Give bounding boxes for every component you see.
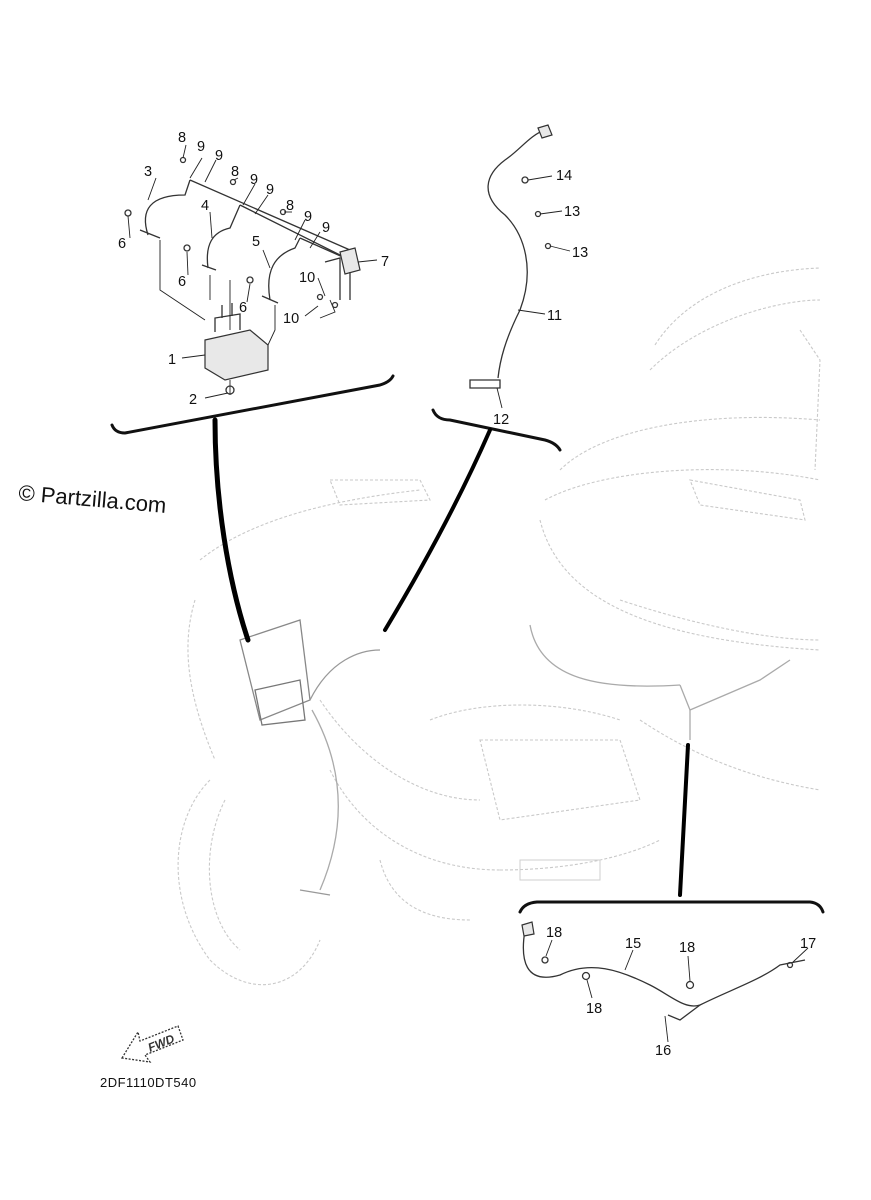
callout-13b: 13 — [572, 245, 588, 261]
callout-2: 2 — [189, 392, 197, 408]
forward-arrow-icon — [120, 1025, 184, 1063]
forward-direction-indicator: FWD — [120, 1025, 184, 1063]
callout-1: 1 — [168, 352, 176, 368]
hydraulic-unit-group — [124, 156, 361, 395]
callout-9c: 9 — [250, 172, 258, 188]
callout-9a: 9 — [197, 139, 205, 155]
diagram-code: 2DF1110DT540 — [100, 1075, 197, 1090]
bracket-lower-right — [518, 900, 825, 914]
sensor-lead-group — [469, 124, 553, 389]
callout-6a: 6 — [118, 236, 126, 252]
callout-8c: 8 — [286, 198, 294, 214]
hydraulic-unit — [204, 329, 269, 381]
brake-pipe-4 — [206, 204, 241, 269]
callout-7: 7 — [381, 254, 389, 270]
watermark-text: © Partzilla.com — [18, 480, 168, 518]
callout-5: 5 — [252, 234, 260, 250]
brake-pipe-5 — [268, 237, 301, 301]
grouping-brackets — [110, 374, 825, 914]
leader-lines — [127, 144, 809, 1043]
callout-9e: 9 — [304, 209, 312, 225]
brake-pipe-3 — [144, 179, 191, 236]
callout-10a: 10 — [299, 270, 315, 286]
callout-9d: 9 — [266, 182, 274, 198]
sensor-lead-15 — [522, 929, 806, 1007]
callout-6c: 6 — [239, 300, 247, 316]
callout-11: 11 — [547, 308, 562, 324]
pointer-line-right — [678, 743, 690, 897]
callout-15: 15 — [625, 936, 641, 952]
forward-label: FWD — [146, 1031, 177, 1054]
callout-13a: 13 — [564, 204, 580, 220]
callout-16: 16 — [655, 1043, 671, 1059]
callout-3: 3 — [144, 164, 152, 180]
bracket-upper-left — [110, 374, 395, 435]
callout-6b: 6 — [178, 274, 186, 290]
sensor-lead-11 — [487, 129, 546, 379]
callout-8a: 8 — [178, 130, 186, 146]
scooter-background-outline — [177, 267, 821, 986]
callout-labels: 1 2 3 4 5 6 6 6 7 8 8 8 9 9 9 9 9 9 10 1… — [118, 130, 816, 1059]
pointer-line-middle — [383, 428, 492, 632]
pointer-line-left — [212, 417, 251, 643]
callout-14: 14 — [556, 168, 572, 184]
callout-9b: 9 — [215, 148, 223, 164]
bracket-upper-right — [431, 408, 562, 452]
callout-17: 17 — [800, 936, 816, 952]
callout-12: 12 — [493, 412, 509, 428]
rear-harness-group — [521, 921, 806, 1021]
callout-8b: 8 — [231, 164, 239, 180]
callout-10b: 10 — [283, 311, 299, 327]
callout-4: 4 — [201, 198, 209, 214]
callout-9f: 9 — [322, 220, 330, 236]
callout-18c: 18 — [679, 940, 695, 956]
callout-18b: 18 — [586, 1001, 602, 1017]
callout-18a: 18 — [546, 925, 562, 941]
